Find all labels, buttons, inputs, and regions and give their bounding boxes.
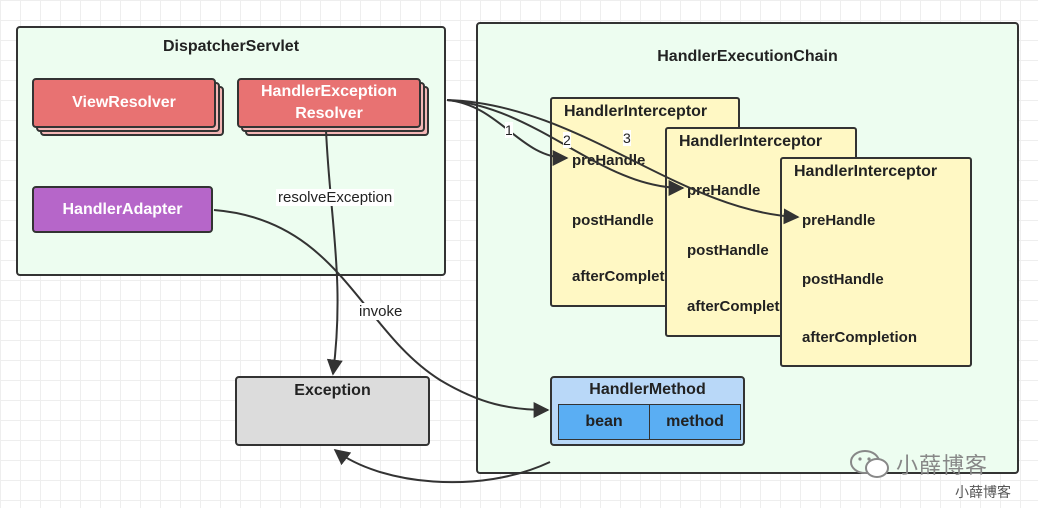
edge-resolve-exception xyxy=(325,129,343,376)
step-2-label: 2 xyxy=(563,132,571,148)
step-1-label: 1 xyxy=(505,122,513,138)
edge-method-to-exception xyxy=(333,449,551,484)
dispatcher-servlet-title: DispatcherServlet xyxy=(162,38,300,55)
handler-interceptor-3[interactable]: HandlerInterceptor preHandle postHandle … xyxy=(780,157,972,367)
interceptor-3-title: HandlerInterceptor xyxy=(794,163,938,180)
handler-method-title: HandlerMethod xyxy=(589,381,706,398)
step-3-label: 3 xyxy=(623,130,631,146)
view-resolver-node[interactable]: ViewResolver xyxy=(32,78,216,128)
watermark-logo-text: 小薛博客 xyxy=(896,453,989,478)
dispatcher-servlet-container: DispatcherServlet xyxy=(16,26,446,276)
resolve-exception-label: resolveException xyxy=(276,189,395,206)
handler-adapter-node[interactable]: HandlerAdapter xyxy=(32,186,213,233)
interceptor-3-posthandle: postHandle xyxy=(802,271,884,288)
handler-exception-resolver-label: HandlerException Resolver xyxy=(260,83,398,122)
interceptor-2-posthandle: postHandle xyxy=(687,242,769,259)
interceptor-3-aftercompletion: afterCompletion xyxy=(802,329,918,346)
watermark-logo: 小薛博客 xyxy=(848,446,1018,482)
invoke-label: invoke xyxy=(357,303,405,320)
handler-method-bean: bean xyxy=(558,404,650,440)
handler-exception-resolver-node[interactable]: HandlerException Resolver xyxy=(237,78,421,128)
wechat-icon xyxy=(850,450,889,478)
watermark-caption: 小薛博客 xyxy=(955,484,1011,500)
interceptor-1-aftercompletion: afterCompletion xyxy=(572,268,688,285)
interceptor-1-posthandle: postHandle xyxy=(572,212,654,229)
exception-title: Exception xyxy=(294,382,371,399)
exception-node[interactable]: Exception xyxy=(235,376,430,446)
handler-execution-chain-title: HandlerExecutionChain xyxy=(657,48,838,65)
interceptor-1-title: HandlerInterceptor xyxy=(564,103,708,120)
handler-method-method: method xyxy=(649,404,741,440)
interceptor-2-aftercompletion: afterCompletion xyxy=(687,298,803,315)
interceptor-1-prehandle: preHandle xyxy=(572,152,646,169)
edge-step-3 xyxy=(446,99,800,225)
interceptor-2-title: HandlerInterceptor xyxy=(679,133,823,150)
edge-invoke xyxy=(213,209,550,418)
interceptor-3-prehandle: preHandle xyxy=(802,212,876,229)
handler-method-node[interactable]: HandlerMethod bean method xyxy=(550,376,745,446)
